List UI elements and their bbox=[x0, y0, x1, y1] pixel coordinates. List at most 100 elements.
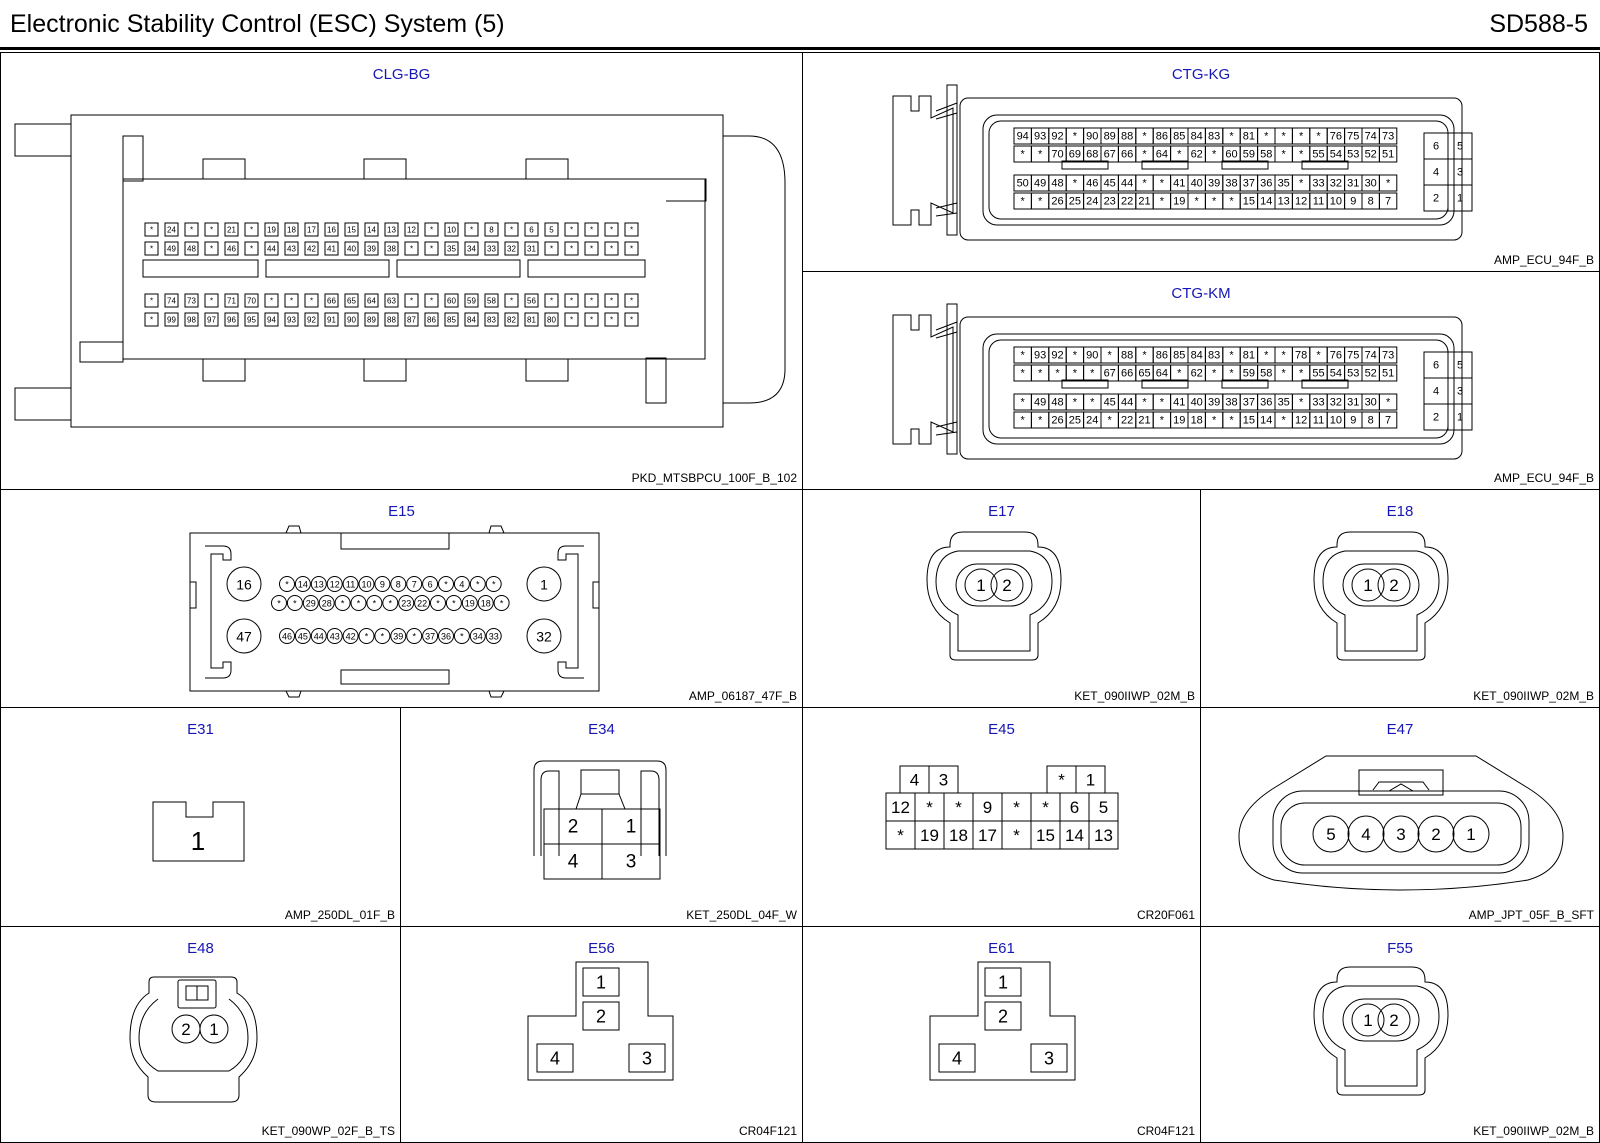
pin-label: * bbox=[373, 599, 377, 609]
page-header: Electronic Stability Control (ESC) Syste… bbox=[0, 0, 1600, 50]
pin-circle bbox=[350, 595, 367, 611]
pin-cell bbox=[424, 222, 439, 237]
pin-label: 85 bbox=[1173, 131, 1185, 143]
pin-circle bbox=[286, 595, 303, 611]
connector-title: F55 bbox=[1387, 940, 1413, 957]
pin-label: 91 bbox=[327, 316, 336, 325]
pin-label: 78 bbox=[1295, 350, 1307, 362]
connector-label: AMP_06187_47F_B bbox=[688, 689, 797, 703]
pin-label: 92 bbox=[1051, 131, 1063, 143]
connector-label: AMP_ECU_94F_B bbox=[1493, 253, 1594, 267]
pin-label: * bbox=[1264, 131, 1269, 143]
pin-label: 1 bbox=[596, 973, 606, 993]
pin-label: * bbox=[1021, 368, 1026, 380]
pin-label: * bbox=[926, 798, 933, 817]
pin-label: 36 bbox=[1260, 397, 1272, 409]
pin-label: * bbox=[430, 245, 433, 254]
pin-cell bbox=[604, 293, 619, 308]
pin-label: * bbox=[1142, 350, 1147, 362]
pin-label: 83 bbox=[1208, 131, 1220, 143]
pin-cell bbox=[1030, 1043, 1068, 1073]
pin-label: 47 bbox=[236, 629, 252, 645]
pin-label: 10 bbox=[1330, 415, 1342, 427]
pin-label: 65 bbox=[1138, 368, 1150, 380]
pin-cell bbox=[364, 222, 379, 237]
pin-label: 23 bbox=[1104, 196, 1116, 208]
pin-label: 1 bbox=[209, 1020, 218, 1039]
pin-circle bbox=[334, 595, 351, 611]
pin-label: 39 bbox=[367, 245, 376, 254]
pin-label: 76 bbox=[1330, 350, 1342, 362]
pin-label: 51 bbox=[1382, 149, 1394, 161]
pin-cell bbox=[524, 241, 539, 256]
pin-label: 53 bbox=[1347, 368, 1359, 380]
pin-label: 88 bbox=[387, 316, 396, 325]
pin-label: * bbox=[1021, 415, 1026, 427]
pin-cell bbox=[284, 312, 299, 327]
pin-label: * bbox=[277, 599, 281, 609]
pin-label: 36 bbox=[441, 632, 451, 642]
pin-cell bbox=[404, 312, 419, 327]
pin-label: 81 bbox=[1243, 350, 1255, 362]
pin-cell bbox=[1378, 364, 1398, 382]
pin-label: * bbox=[1299, 131, 1304, 143]
pin-label: 13 bbox=[387, 226, 396, 235]
pin-cell bbox=[204, 293, 219, 308]
pin-circle bbox=[422, 628, 439, 644]
pin-label: * bbox=[1090, 368, 1095, 380]
pin-label: 24 bbox=[1086, 196, 1098, 208]
pin-cell bbox=[604, 312, 619, 327]
pin-label: * bbox=[1282, 149, 1287, 161]
pin-label: 1 bbox=[626, 817, 637, 838]
pin-label: * bbox=[1021, 350, 1026, 362]
pin-cell bbox=[404, 293, 419, 308]
pin-label: 83 bbox=[487, 316, 496, 325]
pin-label: * bbox=[1229, 196, 1234, 208]
pin-label: * bbox=[630, 226, 633, 235]
pin-cell bbox=[504, 241, 519, 256]
pin-label: 14 bbox=[1065, 826, 1084, 845]
pin-label: 49 bbox=[1034, 397, 1046, 409]
pin-label: 2 bbox=[1433, 193, 1439, 205]
pin-label: 84 bbox=[1191, 350, 1203, 362]
pin-label: * bbox=[1055, 368, 1060, 380]
pin-label: * bbox=[1073, 397, 1078, 409]
pin-label: 39 bbox=[1208, 397, 1220, 409]
pin-label: 7 bbox=[1385, 196, 1391, 208]
pin-label: 6 bbox=[428, 580, 433, 590]
pin-cell bbox=[584, 222, 599, 237]
pin-cell bbox=[324, 222, 339, 237]
pin-label: * bbox=[570, 297, 573, 306]
pin-label: 89 bbox=[367, 316, 376, 325]
pin-label: * bbox=[1142, 131, 1147, 143]
pin-label: 10 bbox=[361, 580, 371, 590]
connector-label: AMP_ECU_94F_B bbox=[1493, 471, 1594, 485]
pin-label: * bbox=[570, 245, 573, 254]
pin-label: 88 bbox=[1121, 350, 1133, 362]
pin-circle bbox=[1382, 815, 1420, 853]
pin-label: * bbox=[1282, 415, 1287, 427]
pin-label: 83 bbox=[1208, 350, 1220, 362]
pin-label: 87 bbox=[407, 316, 416, 325]
pin-label: 86 bbox=[427, 316, 436, 325]
pin-label: 5 bbox=[1099, 798, 1108, 817]
pin-cell bbox=[304, 241, 319, 256]
pin-cell bbox=[1378, 127, 1398, 145]
pin-label: * bbox=[293, 599, 297, 609]
pin-label: 75 bbox=[1347, 131, 1359, 143]
pin-label: 17 bbox=[978, 826, 997, 845]
connector-label: AMP_250DL_01F_B bbox=[284, 908, 395, 922]
pin-label: 2 bbox=[998, 1007, 1008, 1027]
pin-label: 58 bbox=[1260, 149, 1272, 161]
pin-circle bbox=[226, 566, 262, 602]
pin-circle bbox=[485, 628, 502, 644]
pin-label: 64 bbox=[1156, 149, 1168, 161]
pin-cell bbox=[504, 222, 519, 237]
pin-circle bbox=[990, 568, 1024, 602]
pin-label: 70 bbox=[1051, 149, 1063, 161]
pin-label: * bbox=[150, 226, 153, 235]
